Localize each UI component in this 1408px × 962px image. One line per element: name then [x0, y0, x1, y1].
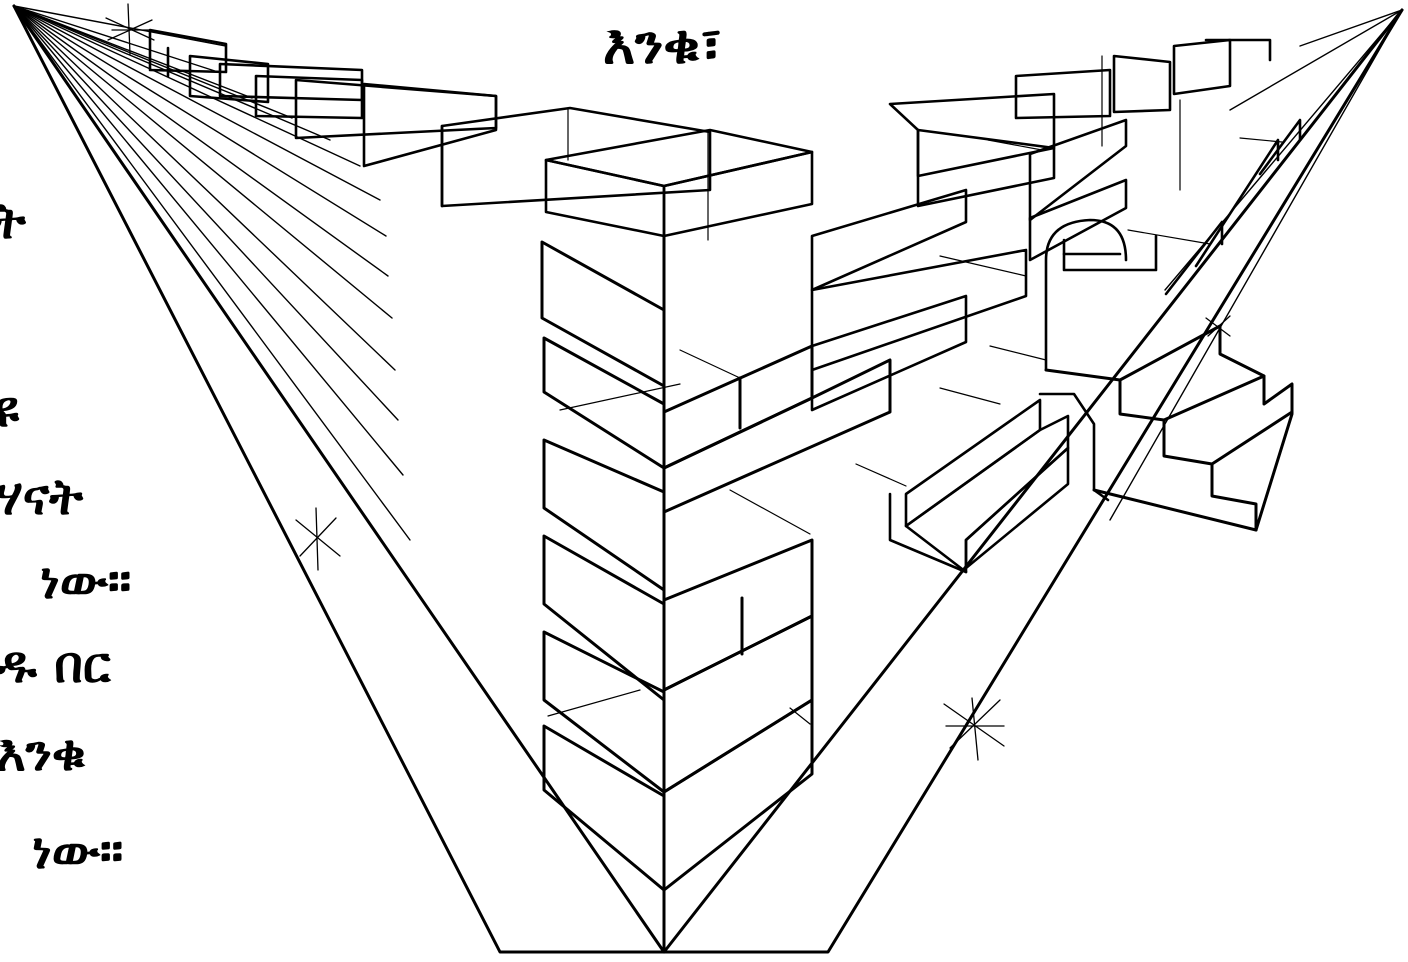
right-stairs — [1046, 326, 1292, 530]
right-edge-details — [1166, 40, 1300, 294]
construction-lines — [548, 56, 1282, 724]
sparkle-marks — [106, 4, 1230, 760]
left-perspective-rays — [14, 6, 410, 540]
side-text-line-1: ት — [0, 192, 26, 250]
side-text-line-7: ነው። — [32, 822, 124, 880]
sparkle-bottom-right — [944, 698, 1004, 760]
center-stairs — [890, 394, 1108, 572]
side-text-line-4: ነው። — [40, 552, 132, 610]
right-perspective-rays — [1110, 10, 1402, 520]
page-title: እንቁ፣ — [603, 13, 723, 76]
mid-buildings — [812, 40, 1230, 410]
sparkle-left-mid — [296, 508, 340, 570]
side-text-line-6: እንቁ — [0, 724, 86, 782]
central-building-left-face — [542, 242, 664, 890]
sparkle-right — [1206, 316, 1230, 336]
side-text-line-5: ዱ በር — [0, 636, 111, 694]
arch-doorway — [1046, 220, 1156, 370]
side-text-line-3: ሃናት — [0, 468, 84, 526]
sparkle-top-left — [106, 4, 154, 54]
left-rooftops — [150, 30, 812, 236]
side-text-line-2: ዩ — [0, 380, 19, 438]
